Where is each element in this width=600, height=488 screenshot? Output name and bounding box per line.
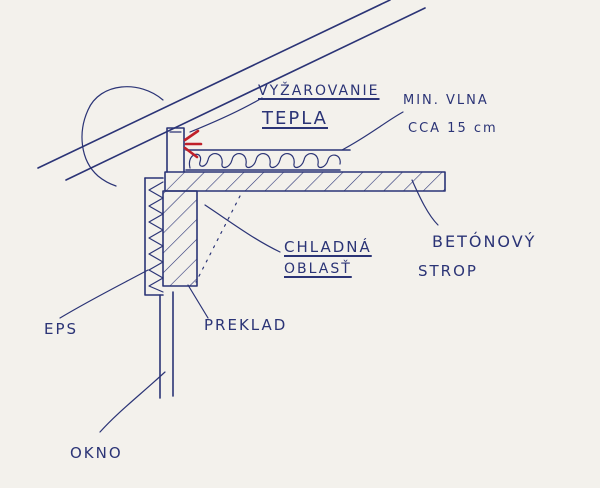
wall-cap (166, 127, 185, 173)
mineral-wool (185, 149, 351, 171)
label-heat-radiation-1: VYŽAROVANIE (258, 83, 380, 99)
label-cold-zone-2: OBLASŤ (284, 261, 352, 277)
roof-lines (37, 0, 426, 181)
label-window: OKNO (70, 444, 123, 462)
heat-radiation-icon (183, 129, 203, 159)
leader-lines (59, 97, 439, 433)
cold-dotted-line (195, 195, 241, 283)
label-eps: EPS (44, 320, 79, 338)
label-concrete-slab-1: BETÓNOVÝ (432, 232, 537, 251)
lintel-block (162, 190, 198, 287)
eps-insulation (144, 177, 164, 296)
label-concrete-slab-2: STROP (418, 262, 478, 280)
label-lintel: PREKLAD (204, 316, 288, 334)
detail-circle (81, 86, 164, 187)
window-frame (159, 291, 174, 399)
label-mineral-wool-1: MIN. VLNA (403, 93, 489, 108)
concrete-slab (164, 171, 446, 192)
label-cold-zone-1: CHLADNÁ (284, 238, 372, 256)
label-heat-radiation-2: TEPLA (262, 108, 328, 129)
label-mineral-wool-2: CCA 15 cm (408, 121, 498, 136)
